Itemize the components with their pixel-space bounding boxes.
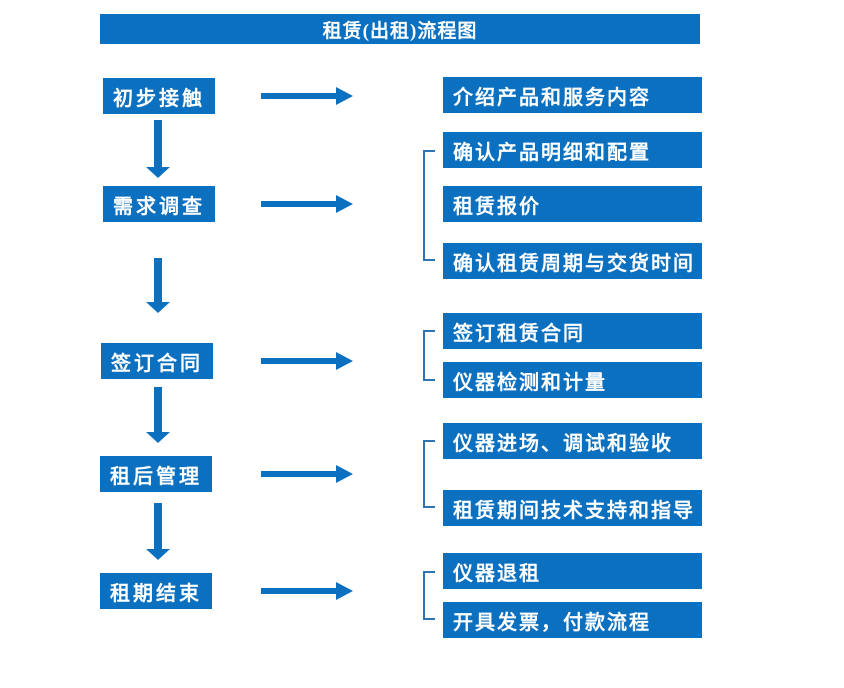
down-arrow-head [146, 302, 170, 313]
right-arrow-2-icon [261, 195, 353, 213]
bracket-group-3-icon [423, 330, 435, 381]
output-box-introduce-products: 介绍产品和服务内容 [443, 77, 702, 113]
output-box-instrument-entry: 仪器进场、调试和验收 [443, 423, 702, 459]
right-arrow-head [336, 87, 353, 105]
output-box-rental-quotation: 租赁报价 [443, 186, 702, 222]
down-arrow-4-icon [146, 503, 170, 560]
down-arrow-3-icon [146, 387, 170, 443]
output-box-invoice-payment: 开具发票，付款流程 [443, 602, 702, 638]
right-arrow-shaft [261, 358, 336, 364]
right-arrow-head [336, 582, 353, 600]
right-arrow-head [336, 195, 353, 213]
bracket-group-4-icon [423, 440, 435, 508]
step-box-demand-survey: 需求调查 [103, 186, 215, 222]
output-box-instrument-return: 仪器退租 [443, 553, 702, 589]
step-box-rental-end: 租期结束 [100, 573, 212, 609]
output-box-sign-rental-contract: 签订租赁合同 [443, 313, 702, 349]
down-arrow-shaft [154, 258, 162, 302]
right-arrow-head [336, 352, 353, 370]
right-arrow-shaft [261, 93, 336, 99]
down-arrow-shaft [154, 387, 162, 432]
right-arrow-shaft [261, 471, 336, 477]
step-box-post-rental: 租后管理 [100, 456, 212, 492]
right-arrow-5-icon [261, 582, 353, 600]
right-arrow-shaft [261, 588, 336, 594]
page-title: 租赁(出租)流程图 [322, 20, 478, 42]
right-arrow-shaft [261, 201, 336, 207]
step-box-initial-contact: 初步接触 [103, 78, 215, 114]
right-arrow-3-icon [261, 352, 353, 370]
right-arrow-1-icon [261, 87, 353, 105]
output-box-confirm-period: 确认租赁周期与交货时间 [443, 243, 702, 279]
down-arrow-shaft [154, 120, 162, 167]
output-box-confirm-details: 确认产品明细和配置 [443, 132, 702, 168]
bracket-group-2-icon [423, 150, 435, 261]
right-arrow-head [336, 465, 353, 483]
right-arrow-4-icon [261, 465, 353, 483]
down-arrow-head [146, 167, 170, 178]
output-box-tech-support: 租赁期间技术支持和指导 [443, 490, 702, 526]
down-arrow-1-icon [146, 120, 170, 178]
bracket-group-5-icon [423, 571, 435, 620]
down-arrow-shaft [154, 503, 162, 549]
down-arrow-2-icon [146, 258, 170, 313]
step-box-sign-contract: 签订合同 [101, 343, 213, 379]
down-arrow-head [146, 549, 170, 560]
down-arrow-head [146, 432, 170, 443]
output-box-instrument-testing: 仪器检测和计量 [443, 362, 702, 398]
title-bar: 租赁(出租)流程图 [100, 14, 700, 44]
